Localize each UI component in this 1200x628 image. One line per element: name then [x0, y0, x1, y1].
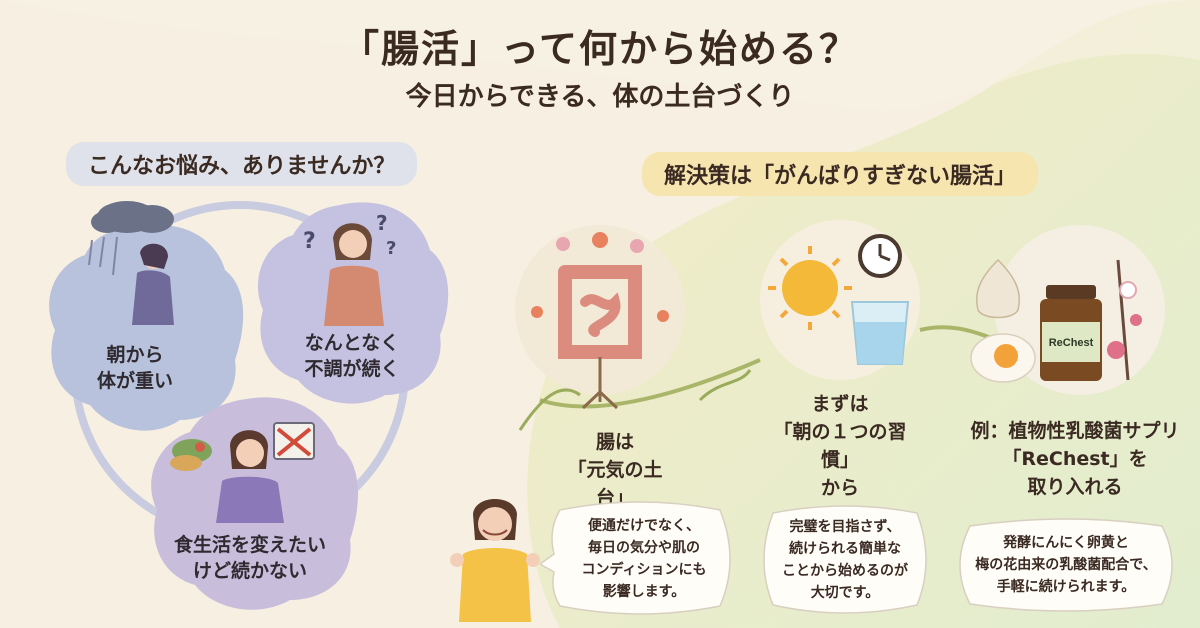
step-1-label: 腸は「元気の土台」 [567, 431, 663, 509]
step-3-label: 例：植物性乳酸菌サプリ「ReChest」を取り入れる [970, 420, 1180, 498]
tired-person-icon [132, 243, 174, 325]
supplement-bottle-icon: ReChest [1040, 285, 1102, 381]
speech-bubble-2 [763, 505, 927, 614]
problem-2-label: なんとなく不調が続く [304, 332, 400, 380]
solution-heading: 解決策は「がんばりすぎない腸活」 [642, 152, 1039, 196]
intestine-icon [558, 265, 642, 359]
worried-person-icon [324, 223, 384, 326]
morning-habit-illustration [768, 234, 910, 365]
diet-struggle-illustration [170, 422, 315, 523]
page-subtitle: 今日からできる、体の土台づくり [405, 82, 795, 112]
step-1-bubble-text: 便通だけでなく、毎日の気分や肌の コンディションにも影響します。 [581, 518, 707, 600]
flower-icon [531, 232, 669, 322]
calendar-icon [273, 422, 315, 460]
egg-icon [970, 333, 1036, 383]
problem-blob-1 [49, 224, 244, 431]
worried-person-illustration: ? ? ? [303, 211, 396, 326]
problems-heading: こんなお悩み、ありませんか？ [66, 142, 418, 186]
step-2-bubble-text: 完璧を目指さず、続けられる簡単な ことから始めるのが大切です。 [782, 519, 908, 601]
intestine-illustration [531, 232, 669, 410]
confused-person-icon [216, 430, 284, 523]
problem-3-label: 食生活を変えたいけど続かない [173, 534, 326, 582]
step-2-label: まずは「朝の１つの習慣」から [773, 393, 907, 499]
speech-bubble-1 [540, 501, 731, 615]
svg-text:?: ? [303, 229, 316, 254]
garlic-icon [976, 258, 1020, 319]
svg-text:?: ? [376, 211, 388, 235]
svg-text:?: ? [386, 238, 396, 259]
product-label: ReChest [1049, 337, 1094, 349]
rain-cloud-illustration [88, 201, 174, 325]
page-title: 「腸活」って何から始める？ [340, 27, 860, 71]
happy-person-icon [450, 499, 540, 622]
supplement-illustration: ReChest [970, 258, 1142, 383]
speech-bubble-3 [959, 518, 1173, 612]
salad-bowl-icon [170, 439, 212, 471]
cloud-icon [91, 201, 174, 233]
intestine-circle [515, 225, 685, 395]
sun-icon [768, 246, 852, 330]
water-glass-icon [850, 301, 910, 365]
step-3-bubble-text: 発酵にんにく卵黄と梅の花由来の乳酸菌配合で、 手軽に続けられます。 [975, 535, 1157, 595]
plum-blossom-icon [1107, 259, 1142, 381]
cheerful-person-illustration [450, 499, 540, 622]
clock-icon [858, 234, 902, 278]
problem-1-label: 朝から体が重い [96, 344, 173, 392]
